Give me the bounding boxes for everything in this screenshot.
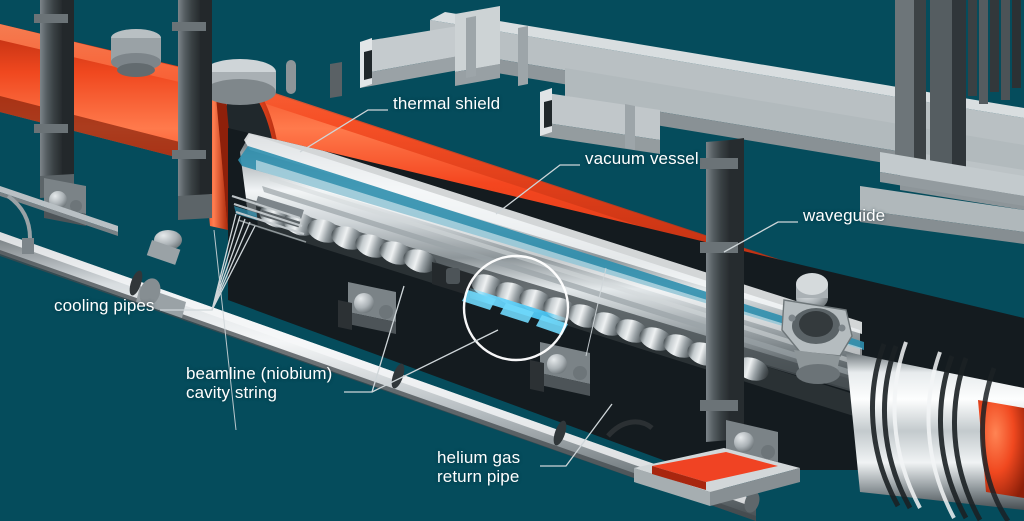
callout-circle — [462, 254, 570, 362]
leader-vacuum-vessel — [495, 164, 580, 215]
power-coupler — [781, 273, 853, 384]
leader-thermal-shield — [299, 109, 388, 153]
tube-bundle — [968, 0, 1021, 104]
leader-lines — [160, 109, 798, 467]
leader-waveguide — [723, 221, 798, 253]
base-plate — [634, 448, 800, 506]
support-posts — [34, 0, 744, 442]
leader-helium — [540, 403, 613, 467]
left-lower-bracket — [6, 194, 34, 254]
cooling-pipes — [0, 186, 307, 243]
waveguide-network — [360, 6, 1024, 244]
end-bellows — [846, 341, 1024, 521]
vessel-top-ports — [111, 29, 296, 105]
pipe-tee — [136, 230, 186, 318]
saddle-brackets — [44, 178, 778, 474]
upper-right-posts — [880, 0, 1024, 206]
particle-beam — [462, 288, 568, 335]
